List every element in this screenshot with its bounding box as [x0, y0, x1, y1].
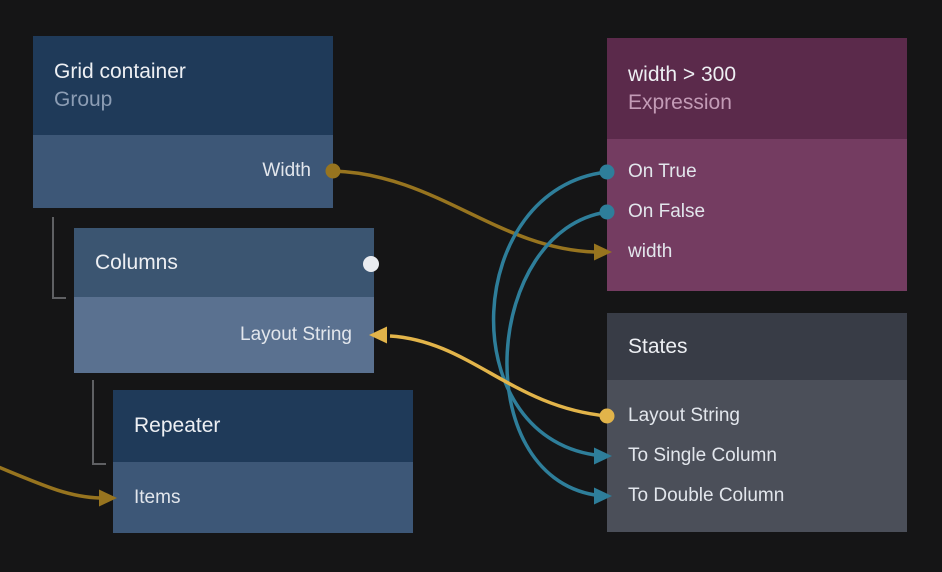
port-on-true[interactable]: On True: [628, 161, 697, 182]
port-to-single-column[interactable]: To Single Column: [628, 445, 777, 466]
edge-to-items[interactable]: [0, 465, 101, 500]
node-title: Repeater: [134, 414, 221, 437]
node-expression-header[interactable]: width > 300 Expression: [607, 38, 907, 139]
tree-connector-grid-to-columns: [52, 217, 66, 299]
node-states-body: Layout String To Single Column To Double…: [607, 380, 907, 532]
node-subtitle: Expression: [628, 90, 732, 114]
node-repeater[interactable]: Repeater Items: [113, 390, 413, 533]
node-repeater-header[interactable]: Repeater: [113, 390, 413, 462]
node-title: Columns: [95, 250, 178, 274]
edge-ontrue-to-single-column[interactable]: [491, 170, 608, 457]
node-columns-header[interactable]: Columns: [74, 228, 374, 297]
node-columns[interactable]: Columns Layout String: [74, 228, 374, 373]
edge-onfalse-to-double-column[interactable]: [505, 210, 608, 497]
port-width-input[interactable]: width: [628, 241, 673, 262]
port-on-false[interactable]: On False: [628, 201, 706, 222]
edge-layout-string[interactable]: [389, 334, 608, 418]
node-grid-container[interactable]: Grid container Group Width: [33, 36, 333, 208]
node-expression[interactable]: width > 300 Expression On True On False …: [607, 38, 907, 291]
port-width[interactable]: Width: [262, 160, 311, 181]
node-title: States: [628, 334, 688, 358]
node-columns-body: Layout String: [74, 297, 374, 373]
tree-connector-columns-to-repeater: [92, 380, 106, 465]
port-items[interactable]: Items: [134, 487, 181, 508]
node-states-header[interactable]: States: [607, 313, 907, 380]
node-title: Grid container: [54, 59, 186, 83]
node-grid-container-header[interactable]: Grid container Group: [33, 36, 333, 135]
port-layout-string-input[interactable]: Layout String: [240, 324, 352, 345]
node-subtitle: Group: [54, 87, 113, 111]
port-layout-string-output[interactable]: Layout String: [628, 405, 740, 426]
node-repeater-body: Items: [113, 462, 413, 533]
port-to-double-column[interactable]: To Double Column: [628, 485, 785, 506]
node-expression-body: On True On False width: [607, 139, 907, 291]
node-grid-container-body: Width: [33, 135, 333, 208]
node-title: width > 300: [628, 62, 736, 86]
node-states[interactable]: States Layout String To Single Column To…: [607, 313, 907, 532]
